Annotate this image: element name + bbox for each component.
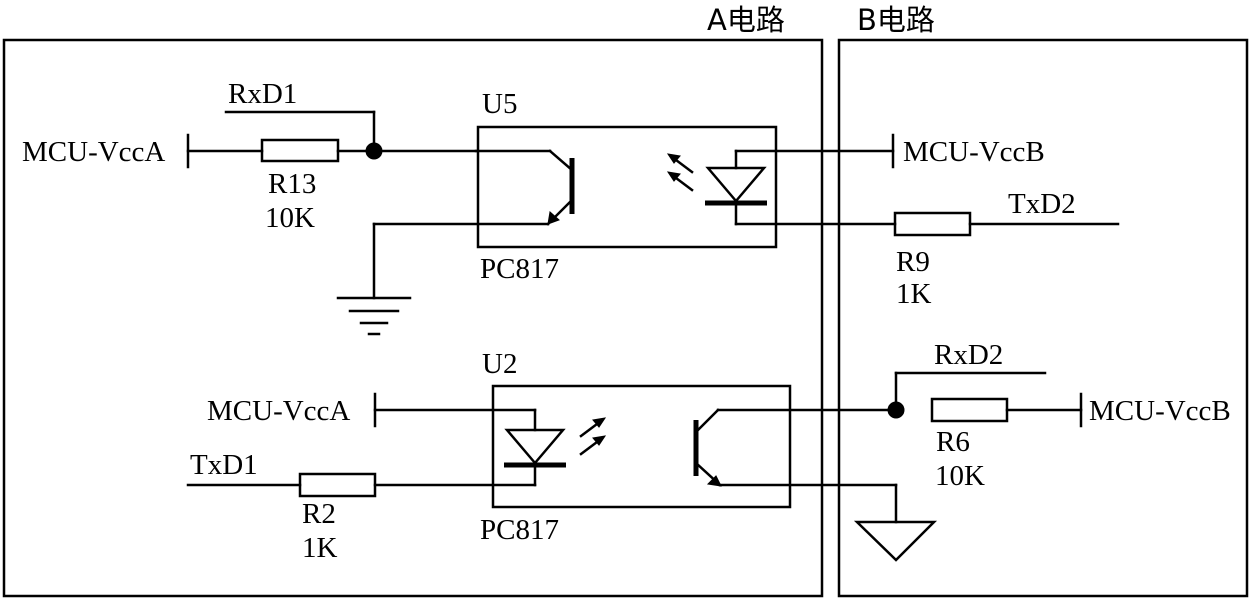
circuit-b-label: B电路 <box>857 3 935 37</box>
u5-part: PC817 <box>480 253 559 285</box>
u2-led-icon <box>504 428 566 465</box>
r13-ref: R13 <box>268 168 316 200</box>
u2-light-arrowhead <box>592 417 607 428</box>
u5-vcc-a-label: MCU-VccA <box>22 136 165 168</box>
u2-emitter-arrow <box>706 475 722 487</box>
u2-vcc-a-label: MCU-VccA <box>207 395 350 427</box>
rxd1-label: RxD1 <box>228 78 297 110</box>
resistor-r6 <box>930 397 1009 423</box>
txd1-label: TxD1 <box>190 449 258 481</box>
u2-package <box>491 384 792 509</box>
r2-value: 1K <box>302 532 338 564</box>
r2-ref: R2 <box>302 498 336 530</box>
resistor-r9 <box>893 211 972 237</box>
u2-collector <box>694 408 720 434</box>
u2-part: PC817 <box>480 514 559 546</box>
r9-ref: R9 <box>896 246 930 278</box>
u2-light-arrowhead <box>592 435 607 446</box>
r6-value: 10K <box>935 460 985 492</box>
u5-light-arrowhead <box>666 153 681 164</box>
resistor-r13 <box>260 138 340 163</box>
u5-vcc-b-label: MCU-VccB <box>903 136 1045 168</box>
u5-emitter-arrow <box>547 211 560 225</box>
rxd2-label: RxD2 <box>934 339 1003 371</box>
circuit-b-box <box>837 38 1249 598</box>
r6-ref: R6 <box>936 426 970 458</box>
u2-vcc-b-label: MCU-VccB <box>1089 395 1231 427</box>
u5-led-icon <box>705 166 767 203</box>
u5-collector <box>548 149 574 172</box>
resistor-r2 <box>298 472 377 498</box>
ground-icon <box>853 520 938 562</box>
r13-value: 10K <box>265 202 315 234</box>
u5-ref: U5 <box>482 88 517 120</box>
u5-package <box>476 125 778 249</box>
r9-value: 1K <box>896 278 932 310</box>
circuit-a-box <box>2 38 824 598</box>
txd2-label: TxD2 <box>1008 188 1076 220</box>
u5-light-arrowhead <box>666 171 681 182</box>
circuit-a-label: A电路 <box>707 3 785 37</box>
u2-ref: U2 <box>482 348 517 380</box>
